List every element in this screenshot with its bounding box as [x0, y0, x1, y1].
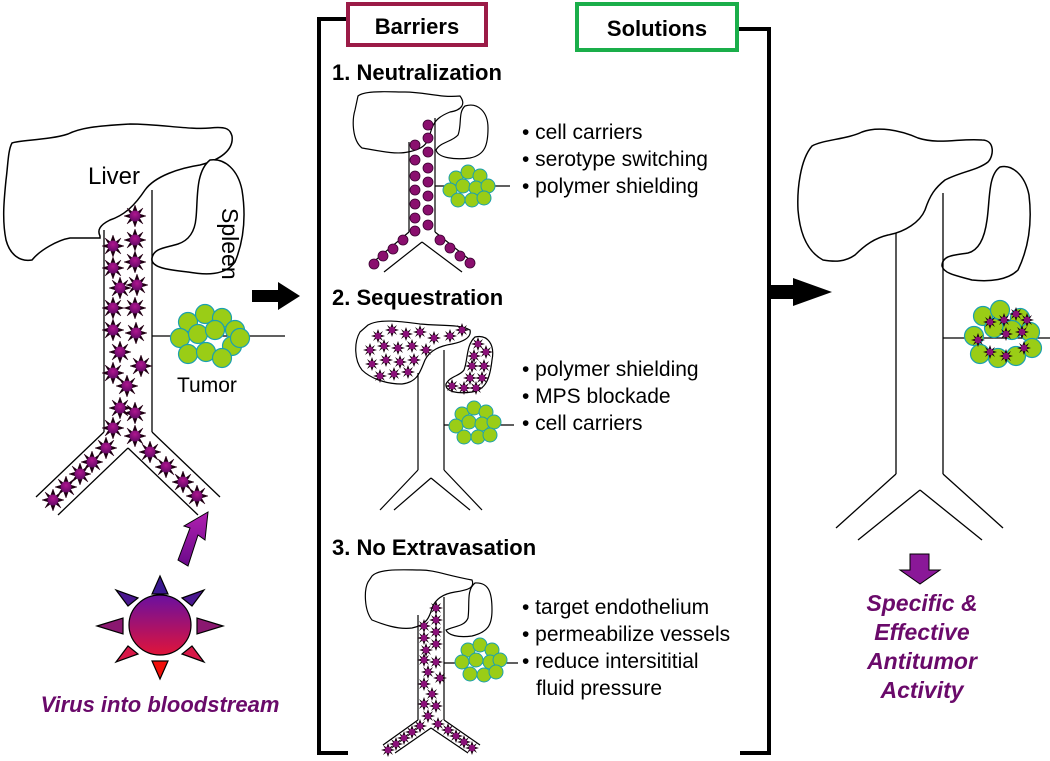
liver-label: Liver — [88, 163, 140, 190]
solutions-heading: Solutions — [607, 16, 707, 41]
middle-bracket — [317, 17, 771, 755]
spleen-label: Spleen — [217, 208, 243, 280]
down-arrow-icon — [898, 553, 942, 585]
injection-arrow-icon — [177, 511, 209, 567]
outcome-caption-line: Antitumor — [866, 648, 978, 674]
virus-sun-icon — [94, 574, 226, 681]
barrier-title: 2. Sequestration — [332, 285, 503, 310]
solutions-box — [575, 2, 739, 52]
solution-item: • serotype switching — [522, 148, 708, 171]
barrier-no-extravasation: 3. No Extravasation • target endothel — [332, 535, 730, 757]
liver-outline — [2, 123, 233, 262]
solution-item: • cell carriers — [522, 121, 643, 144]
barriers-heading: Barriers — [375, 14, 459, 39]
infected-tumor — [963, 299, 1043, 369]
tumor-label: Tumor — [177, 374, 237, 397]
solution-item: • cell carriers — [522, 412, 643, 435]
tumor-mass — [454, 637, 508, 683]
liver-outline — [797, 128, 993, 262]
left-panel: Liver Spleen — [2, 123, 285, 717]
right-panel: Specific & Effective Antitumor Activity — [797, 128, 1050, 703]
solution-item: • reduce intersititial — [522, 650, 699, 673]
barrier-title: 1. Neutralization — [332, 60, 502, 85]
arrow-right-icon — [771, 278, 832, 306]
virus-caption: Virus into bloodstream — [41, 692, 280, 717]
solution-item: fluid pressure — [536, 677, 662, 700]
arrow-right-icon — [252, 282, 300, 310]
solution-item: • polymer shielding — [522, 175, 699, 198]
outcome-caption-line: Specific & — [866, 590, 977, 616]
spleen-outline — [151, 159, 245, 275]
solution-item: • polymer shielding — [522, 358, 699, 381]
tumor-mass — [448, 400, 502, 445]
solution-item: • MPS blockade — [522, 385, 671, 408]
outcome-caption-line: Effective — [874, 619, 970, 645]
barrier-sequestration: 2. Sequestration • polymer shi — [332, 285, 699, 511]
tumor-mass — [169, 303, 251, 369]
spleen-outline — [941, 165, 1031, 282]
outcome-caption-line: Activity — [879, 677, 964, 703]
tumor-mass — [442, 164, 496, 208]
barrier-neutralization: 1. Neutralization • cell carriers • sero — [332, 60, 708, 273]
barrier-title: 3. No Extravasation — [332, 535, 536, 560]
solution-item: • permeabilize vessels — [522, 623, 730, 646]
solution-item: • target endothelium — [522, 596, 709, 619]
barriers-box — [346, 2, 488, 47]
